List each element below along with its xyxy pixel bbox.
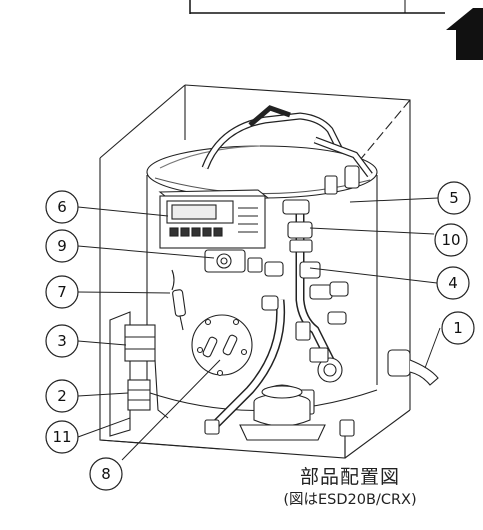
callout-circle-4 xyxy=(436,266,470,300)
callout-circle-11 xyxy=(45,420,79,454)
callout-circle-1 xyxy=(441,311,475,345)
terminal-bracket xyxy=(109,311,169,437)
callout-label-7: 7 xyxy=(57,283,67,301)
callout-circle-8 xyxy=(89,457,123,491)
burner-window xyxy=(191,314,253,377)
diagram-title: 部品配置図 xyxy=(299,466,400,488)
control-unit xyxy=(158,189,270,249)
callout-labels: 1 2 3 4 5 6 7 8 9 10 11 xyxy=(52,189,462,483)
callout-label-10: 10 xyxy=(441,231,460,249)
gas-valve-block xyxy=(204,249,246,273)
callouts xyxy=(45,181,475,491)
callout-circle-3 xyxy=(45,324,79,358)
callout-label-3: 3 xyxy=(57,332,67,350)
callout-circle-7 xyxy=(45,275,79,309)
pressure-regulator xyxy=(239,384,326,441)
callout-label-4: 4 xyxy=(448,274,458,292)
igniter xyxy=(171,269,186,331)
callout-label-5: 5 xyxy=(449,189,459,207)
drain-hose xyxy=(387,349,439,386)
leader-lines xyxy=(77,197,441,461)
callout-circle-2 xyxy=(45,379,79,413)
callout-label-1: 1 xyxy=(453,319,463,337)
callout-label-6: 6 xyxy=(57,198,67,216)
callout-label-2: 2 xyxy=(57,387,67,405)
callout-label-11: 11 xyxy=(52,428,71,446)
callout-label-9: 9 xyxy=(57,237,67,255)
up-arrow-icon xyxy=(446,8,483,60)
callout-label-8: 8 xyxy=(101,465,111,483)
callout-circle-9 xyxy=(45,229,79,263)
cabinet-frame xyxy=(99,84,411,459)
diagram-subtitle: (図はESD20B/CRX) xyxy=(283,492,417,508)
top-cropped-frame xyxy=(189,0,445,14)
callout-circle-10 xyxy=(434,223,468,257)
callout-circle-5 xyxy=(437,181,471,215)
callout-circle-6 xyxy=(45,190,79,224)
